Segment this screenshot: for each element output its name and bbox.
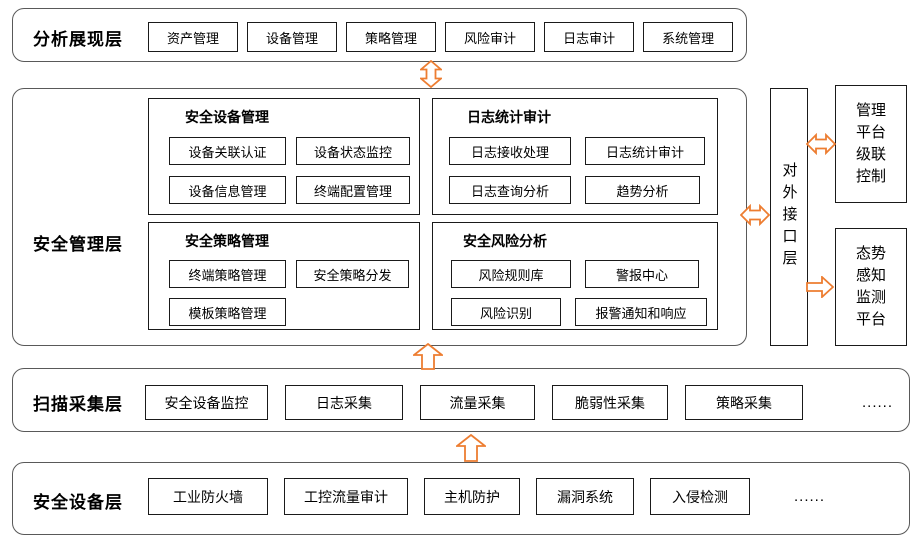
arrow-device-scan-icon	[456, 434, 486, 462]
cascade-platform-label: 管理平台级联控制	[855, 102, 886, 185]
scan-item: 策略采集	[685, 385, 803, 420]
group-row: 风险识别 报警通知和响应	[451, 298, 717, 326]
group-item: 报警通知和响应	[575, 298, 707, 326]
scan-item: 安全设备监控	[145, 385, 268, 420]
group-item: 终端配置管理	[296, 176, 410, 204]
arrow-management-interface-icon	[740, 204, 770, 226]
device-item: 工业防火墙	[148, 478, 268, 515]
scan-item: 流量采集	[420, 385, 535, 420]
group-row: 终端策略管理 安全策略分发	[169, 260, 419, 288]
group-item: 设备关联认证	[169, 137, 286, 165]
interface-layer-label: 对外接口层	[780, 162, 798, 272]
arrow-interface-cascade-icon	[806, 133, 836, 155]
group-risk-analysis: 安全风险分析 风险规则库 警报中心 风险识别 报警通知和响应	[432, 222, 718, 330]
device-item: 工控流量审计	[284, 478, 408, 515]
presentation-item: 系统管理	[643, 22, 734, 52]
presentation-item: 风险审计	[445, 22, 536, 52]
scan-item: 脆弱性采集	[552, 385, 668, 420]
presentation-layer-label: 分析展现层	[33, 30, 123, 49]
scan-item: 日志采集	[285, 385, 403, 420]
interface-layer-container: 对外接口层	[770, 88, 808, 346]
presentation-item: 策略管理	[346, 22, 437, 52]
situation-platform-box: 态势感知监测平台	[835, 228, 907, 346]
scan-ellipsis: ......	[862, 394, 894, 411]
device-item: 入侵检测	[650, 478, 750, 515]
group-item: 趋势分析	[585, 176, 700, 204]
group-title: 安全风险分析	[463, 233, 547, 249]
arrow-interface-situation-icon	[806, 276, 834, 298]
device-layer-label: 安全设备层	[33, 493, 123, 512]
arrow-scan-management-icon	[413, 343, 443, 370]
scan-items-row: 安全设备监控 日志采集 流量采集 脆弱性采集 策略采集 ......	[145, 385, 893, 420]
group-item: 风险规则库	[451, 260, 571, 288]
group-row: 风险规则库 警报中心	[451, 260, 717, 288]
presentation-item: 日志审计	[544, 22, 635, 52]
group-item: 模板策略管理	[169, 298, 286, 326]
group-item: 警报中心	[585, 260, 699, 288]
group-policy-management: 安全策略管理 终端策略管理 安全策略分发 模板策略管理	[148, 222, 420, 330]
group-item: 风险识别	[451, 298, 561, 326]
group-item: 安全策略分发	[296, 260, 409, 288]
management-layer-label: 安全管理层	[33, 235, 123, 254]
device-item: 主机防护	[424, 478, 520, 515]
group-title: 安全设备管理	[185, 109, 269, 125]
presentation-item: 设备管理	[247, 22, 338, 52]
group-item: 日志接收处理	[449, 137, 571, 165]
group-title: 日志统计审计	[467, 109, 551, 125]
device-item: 漏洞系统	[536, 478, 634, 515]
group-row: 模板策略管理	[169, 298, 419, 326]
group-item: 设备状态监控	[296, 137, 410, 165]
presentation-item: 资产管理	[148, 22, 239, 52]
device-items-row: 工业防火墙 工控流量审计 主机防护 漏洞系统 入侵检测 ......	[148, 478, 825, 515]
group-item: 日志统计审计	[585, 137, 705, 165]
group-device-management: 安全设备管理 设备关联认证 设备状态监控 设备信息管理 终端配置管理	[148, 98, 420, 215]
presentation-items-row: 资产管理 设备管理 策略管理 风险审计 日志审计 系统管理	[148, 22, 734, 52]
group-row: 日志接收处理 日志统计审计	[449, 137, 717, 165]
group-row: 日志查询分析 趋势分析	[449, 176, 717, 204]
scan-layer-label: 扫描采集层	[33, 395, 123, 414]
group-item: 日志查询分析	[449, 176, 571, 204]
device-ellipsis: ......	[794, 488, 826, 505]
group-item: 终端策略管理	[169, 260, 286, 288]
group-title: 安全策略管理	[185, 233, 269, 249]
situation-platform-label: 态势感知监测平台	[855, 245, 886, 328]
group-row: 设备关联认证 设备状态监控	[169, 137, 419, 165]
arrow-presentation-management-icon	[420, 60, 442, 88]
group-log-audit: 日志统计审计 日志接收处理 日志统计审计 日志查询分析 趋势分析	[432, 98, 718, 215]
group-item: 设备信息管理	[169, 176, 286, 204]
group-row: 设备信息管理 终端配置管理	[169, 176, 419, 204]
cascade-platform-box: 管理平台级联控制	[835, 85, 907, 203]
